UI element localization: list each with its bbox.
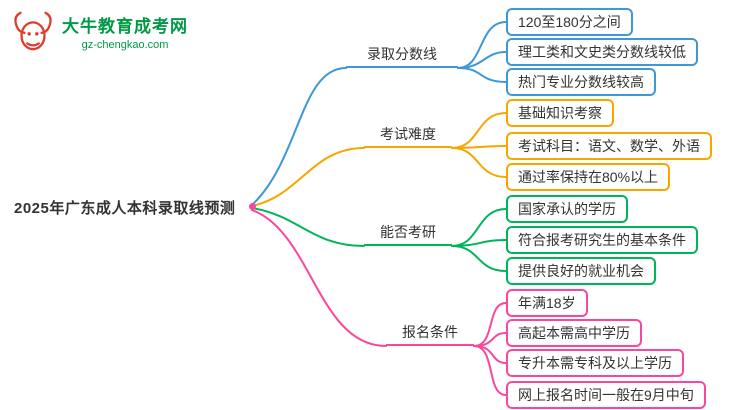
leaf-node: 120至180分之间 [506, 8, 633, 36]
leaf-node: 网上报名时间一般在9月中旬 [506, 381, 706, 409]
leaf-node: 高起本需高中学历 [506, 319, 642, 347]
leaf-node: 理工类和文史类分数线较低 [506, 38, 698, 66]
root-connector-dot [249, 203, 256, 210]
site-logo: 大牛教育成考网 gz-chengkao.com [10, 8, 188, 54]
leaf-node: 年满18岁 [506, 289, 588, 317]
mindmap-root-topic: 2025年广东成人本科录取线预测 [14, 200, 236, 217]
ox-logo-icon [14, 11, 52, 51]
branch-node-exam-difficulty: 考试难度 [364, 124, 452, 148]
leaf-node: 热门专业分数线较高 [506, 68, 656, 96]
leaf-node: 考试科目：语文、数学、外语 [506, 132, 712, 160]
leaf-node: 通过率保持在80%以上 [506, 163, 671, 191]
leaf-node: 基础知识考察 [506, 99, 614, 127]
branch-node-admission-score-line: 录取分数线 [346, 44, 458, 68]
logo-domain-text: gz-chengkao.com [81, 38, 169, 51]
logo-brand-text: 大牛教育成考网 [62, 16, 188, 36]
leaf-node: 符合报考研究生的基本条件 [506, 226, 698, 254]
leaf-node: 专升本需专科及以上学历 [506, 349, 684, 377]
branch-node-registration-requirements: 报名条件 [386, 322, 474, 346]
branch-node-postgraduate-eligibility: 能否考研 [364, 222, 452, 246]
leaf-node: 提供良好的就业机会 [506, 257, 656, 285]
leaf-node: 国家承认的学历 [506, 195, 628, 223]
logo-text-block: 大牛教育成考网 gz-chengkao.com [62, 12, 188, 51]
